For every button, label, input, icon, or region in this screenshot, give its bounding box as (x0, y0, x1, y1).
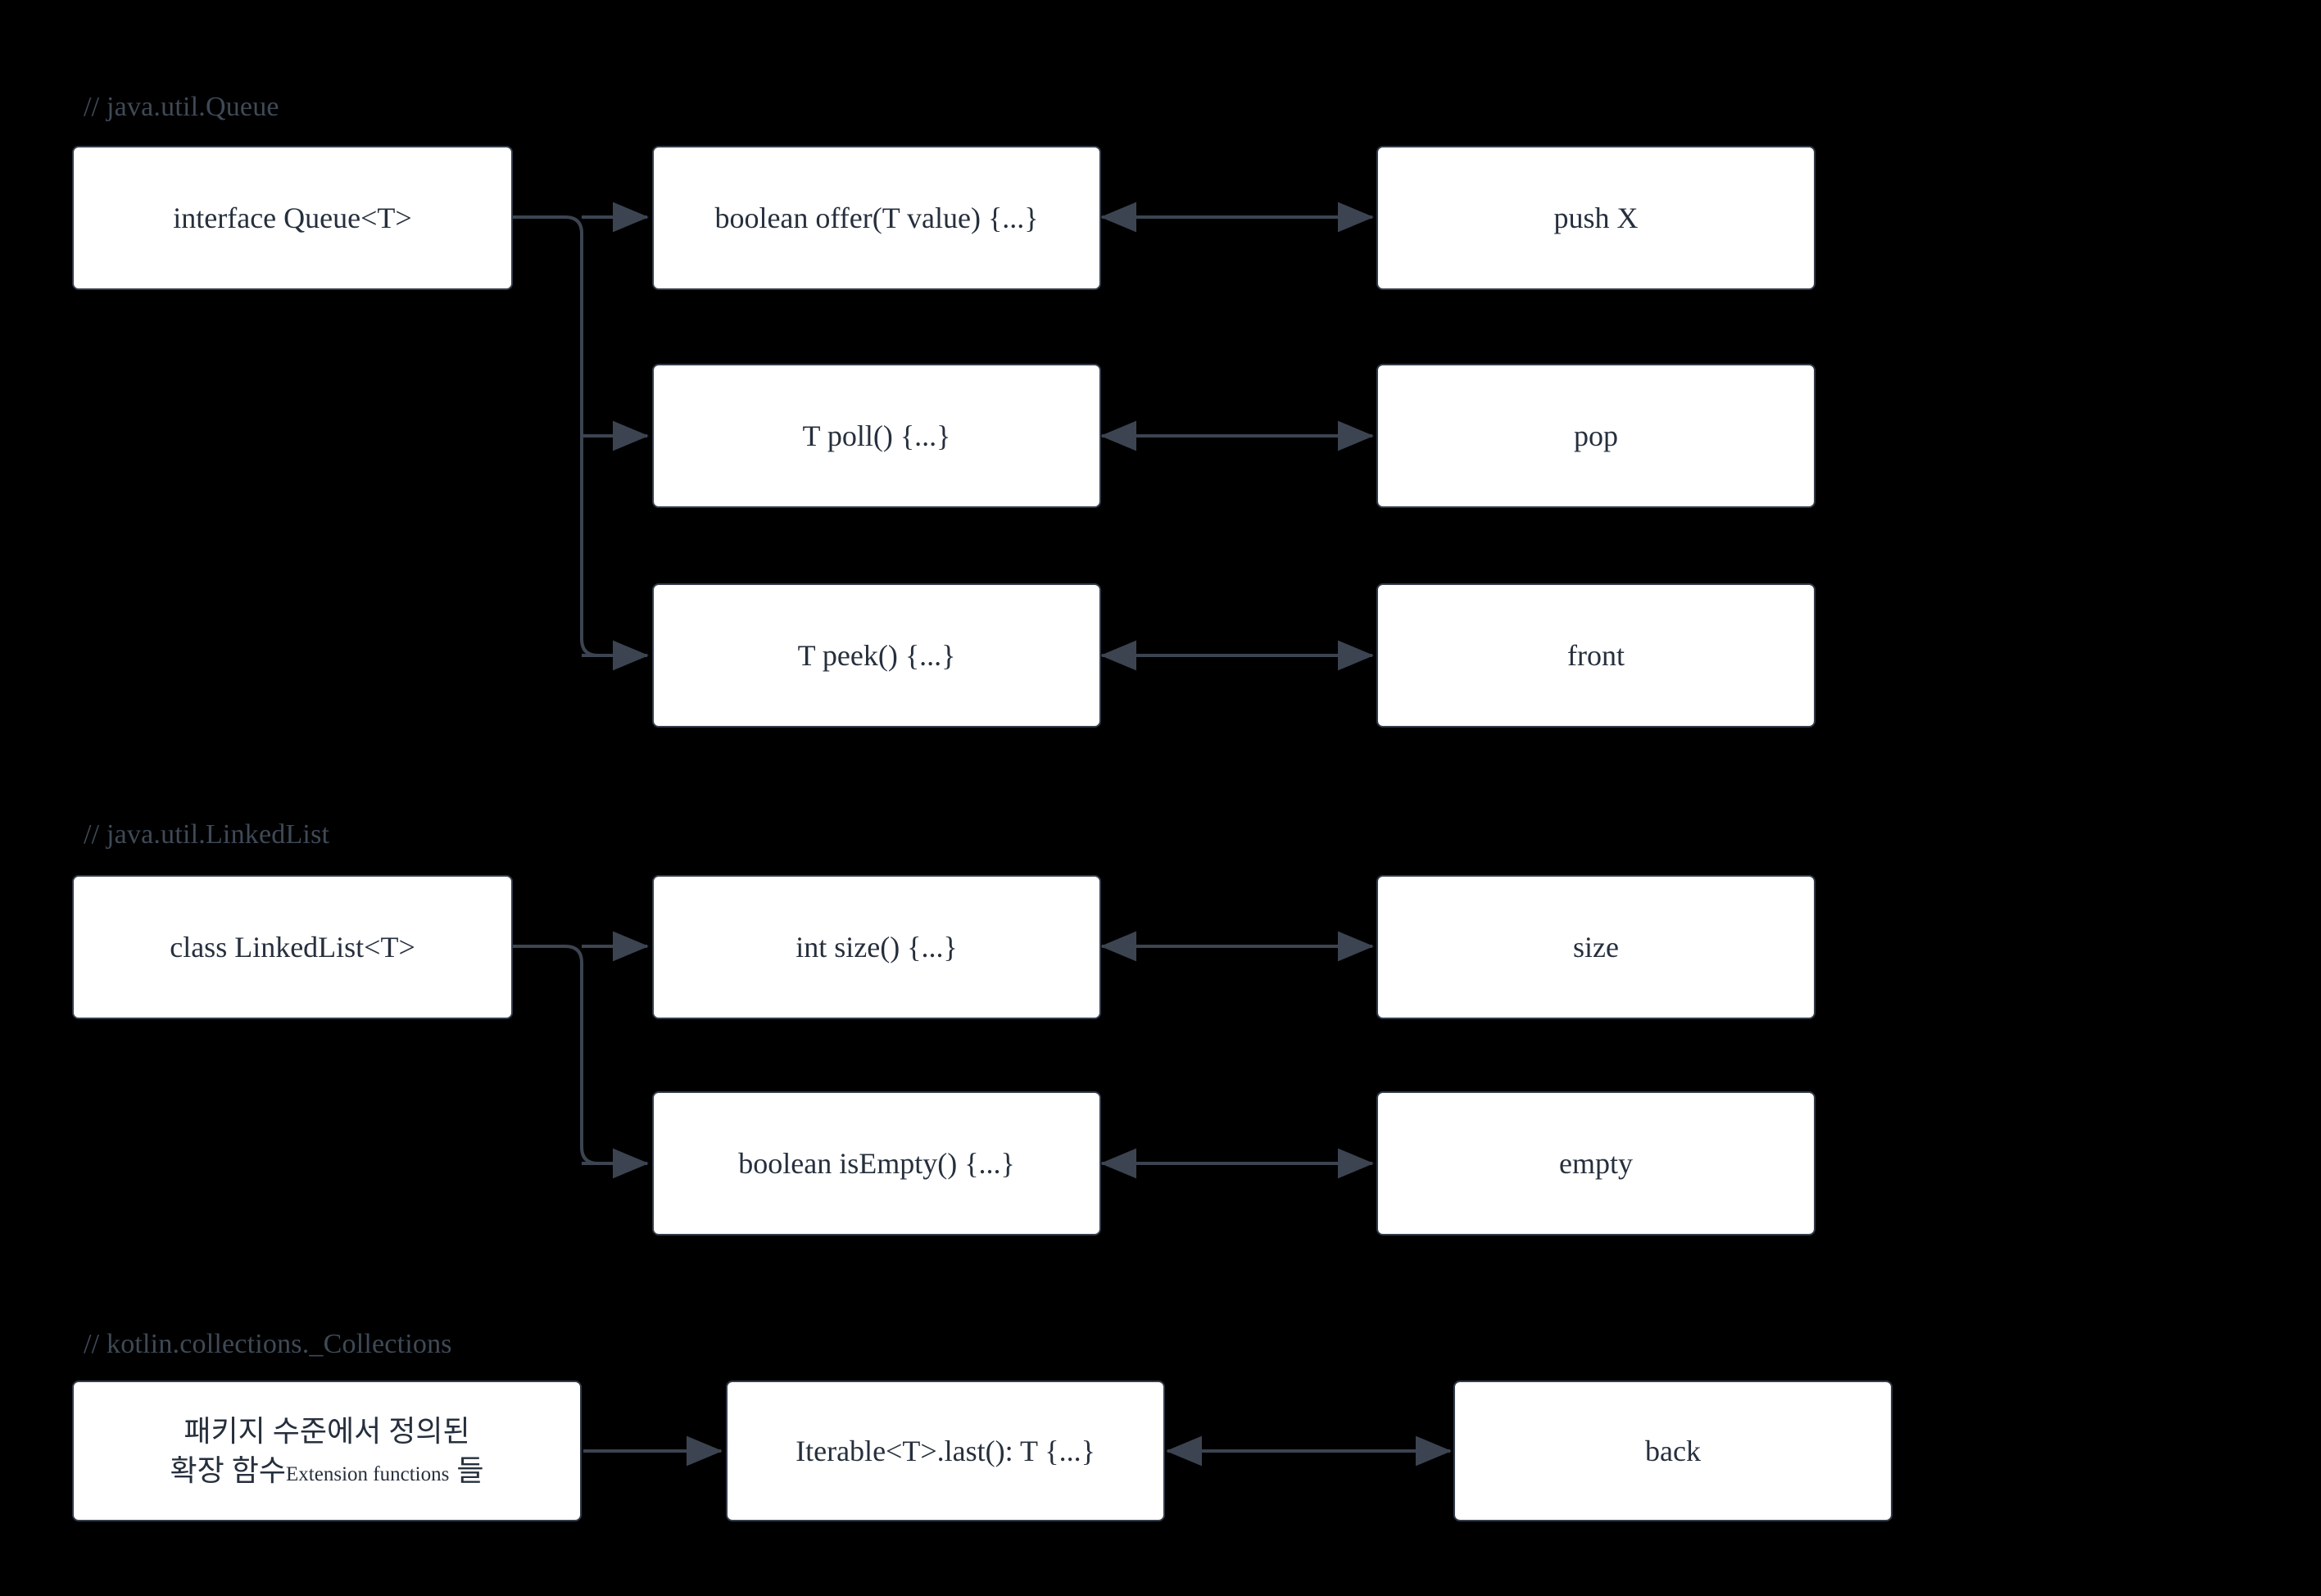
extension-functions-korean: 확장 함수 (170, 1454, 287, 1487)
extension-functions-line-1: 패키지 수준에서 정의된 (184, 1414, 470, 1448)
edge-queue-branch (512, 202, 649, 671)
node-concept-back-label: back (1645, 1434, 1701, 1467)
section-label-queue: // java.util.Queue (84, 92, 279, 122)
node-concept-back[interactable]: back (1453, 1381, 1893, 1521)
extension-functions-gloss: Extension functions (286, 1463, 450, 1485)
node-extension-functions[interactable]: 패키지 수준에서 정의된 확장 함수Extension functions 들 (72, 1381, 582, 1521)
node-interface-queue[interactable]: interface Queue<T> (72, 146, 513, 290)
node-method-poll[interactable]: T poll() {...} (652, 364, 1101, 508)
node-extension-functions-text: 패키지 수준에서 정의된 확장 함수Extension functions 들 (170, 1412, 484, 1490)
edge-linkedlist-branch (512, 931, 649, 1179)
node-concept-front[interactable]: front (1376, 583, 1816, 728)
node-method-last[interactable]: Iterable<T>.last(): T {...} (726, 1381, 1165, 1521)
edge-linkedlist-trunk (512, 945, 639, 1165)
node-interface-queue-label: interface Queue<T> (173, 201, 412, 234)
node-method-peek[interactable]: T peek() {...} (652, 583, 1101, 728)
node-method-isempty[interactable]: boolean isEmpty() {...} (652, 1091, 1101, 1236)
node-class-linkedlist[interactable]: class LinkedList<T> (72, 875, 513, 1019)
node-method-size-label: int size() {...} (796, 930, 958, 963)
section-label-collections: // kotlin.collections._Collections (84, 1329, 452, 1359)
node-concept-empty[interactable]: empty (1376, 1091, 1816, 1236)
node-concept-empty-label: empty (1559, 1146, 1633, 1180)
node-concept-front-label: front (1567, 638, 1625, 672)
node-method-isempty-label: boolean isEmpty() {...} (738, 1146, 1015, 1180)
section-label-linkedlist: // java.util.LinkedList (84, 819, 330, 850)
node-method-poll-label: T poll() {...} (802, 419, 951, 452)
node-method-peek-label: T peek() {...} (797, 638, 956, 672)
node-concept-push[interactable]: push X (1376, 146, 1816, 290)
edge-queue-trunk (512, 215, 639, 657)
extension-functions-line-2: 확장 함수Extension functions 들 (170, 1451, 484, 1490)
node-concept-size-label: size (1573, 930, 1619, 963)
node-concept-pop-label: pop (1574, 419, 1618, 452)
node-concept-pop[interactable]: pop (1376, 364, 1816, 508)
extension-functions-suffix: 들 (449, 1454, 484, 1487)
node-concept-push-label: push X (1553, 201, 1639, 234)
node-method-offer[interactable]: boolean offer(T value) {...} (652, 146, 1101, 290)
node-class-linkedlist-label: class LinkedList<T> (170, 930, 415, 963)
node-method-offer-label: boolean offer(T value) {...} (714, 201, 1039, 234)
node-concept-size[interactable]: size (1376, 875, 1816, 1019)
node-method-size[interactable]: int size() {...} (652, 875, 1101, 1019)
node-method-last-label: Iterable<T>.last(): T {...} (796, 1434, 1095, 1467)
